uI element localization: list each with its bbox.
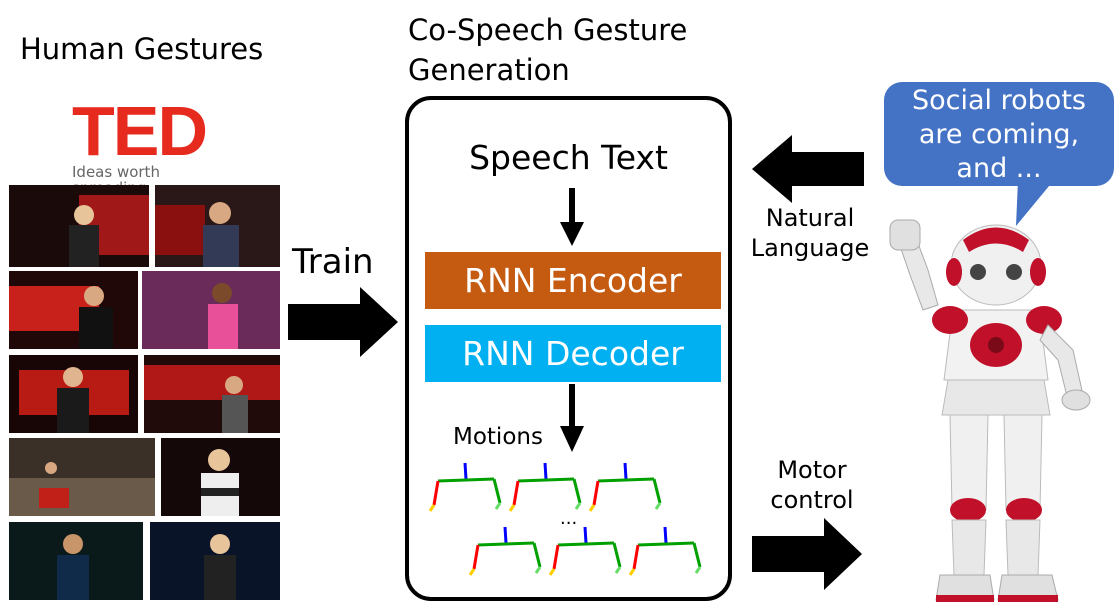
motions-label: Motions [453, 424, 543, 450]
skeleton-figure [548, 525, 622, 577]
bubble-line2: are coming, [918, 119, 1080, 150]
speaker-photo [144, 355, 280, 433]
rnn-decoder: RNN Decoder [425, 325, 721, 382]
speaker-photo [155, 185, 280, 267]
speech-bubble-tail [1016, 180, 1054, 226]
human-gestures-title: Human Gestures [20, 32, 264, 66]
motor-control-line2: control [770, 486, 854, 514]
speech-text-label: Speech Text [469, 138, 668, 177]
rnn-encoder: RNN Encoder [425, 252, 721, 309]
natural-language-line2: Language [750, 234, 870, 262]
speaker-photo [9, 271, 138, 349]
nao-robot-icon [889, 219, 1091, 602]
natural-language-arrow-icon [752, 135, 864, 203]
motor-control-arrow-icon [752, 518, 862, 590]
ted-logo-text: TED [72, 92, 208, 170]
bubble-line3: and ... [956, 153, 1042, 184]
speaker-photo [9, 355, 138, 433]
speech-bubble: Social robots are coming, and ... [884, 82, 1114, 186]
center-title-line2: Generation [408, 53, 570, 87]
generation-box [405, 96, 732, 601]
arrow-down-icon [560, 188, 584, 246]
speaker-photo [142, 271, 280, 349]
motor-control-label: Motor control [747, 455, 877, 515]
speaker-photo [9, 185, 149, 267]
arrow-down-icon [560, 384, 584, 452]
motor-control-line1: Motor [777, 456, 847, 484]
skeleton-figure [508, 461, 582, 513]
speaker-photo [9, 438, 155, 516]
train-arrow-icon [288, 287, 398, 357]
motions-ellipsis: ... [560, 508, 578, 529]
center-title-line1: Co-Speech Gesture [408, 13, 688, 47]
skeleton-figure [628, 525, 702, 577]
bubble-line1: Social robots [912, 85, 1086, 116]
speaker-photo [161, 438, 280, 516]
train-label: Train [292, 242, 374, 282]
skeleton-figure [428, 461, 502, 513]
skeleton-figure [468, 525, 542, 577]
speaker-photo [9, 522, 143, 600]
natural-language-line1: Natural [765, 204, 855, 232]
skeleton-figure [588, 461, 662, 513]
speaker-photo [150, 522, 280, 600]
ted-logo: TED Ideas worth spreading [72, 92, 232, 196]
natural-language-label: Natural Language [745, 203, 875, 263]
